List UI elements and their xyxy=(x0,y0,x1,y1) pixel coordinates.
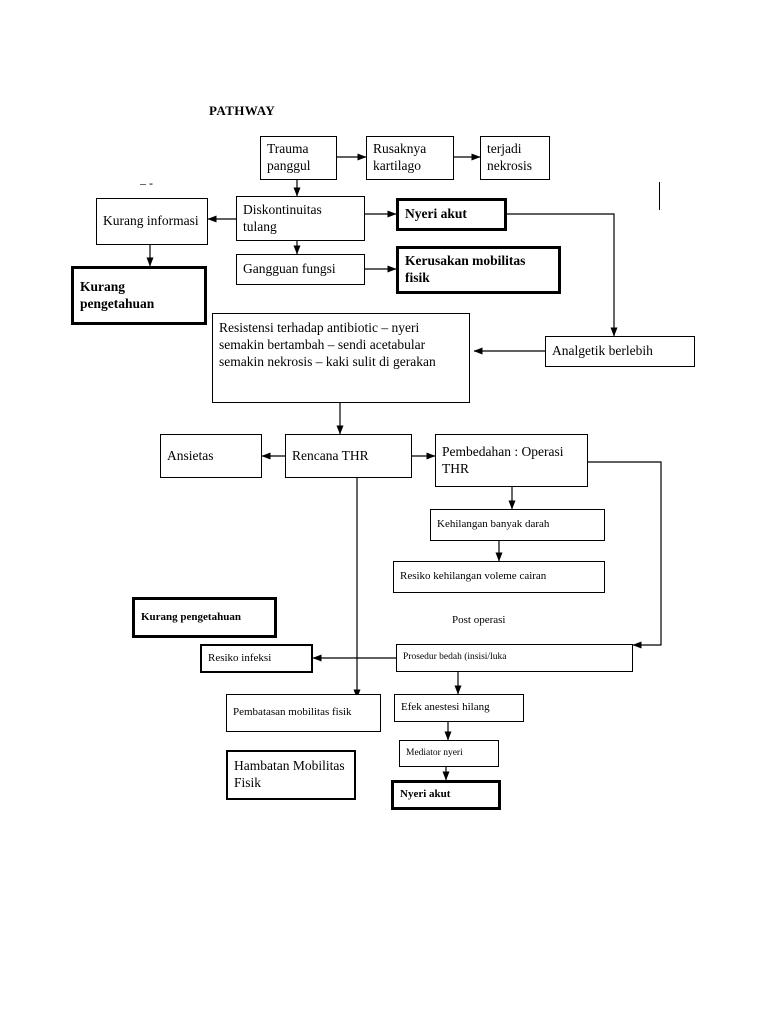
stray-vertical-mark xyxy=(659,182,660,210)
post-operasi-label: Post operasi xyxy=(450,614,508,626)
node-trauma-panggul[interactable]: Trauma panggul xyxy=(260,136,337,180)
node-label: Hambatan Mobilitas Fisik xyxy=(234,758,345,790)
node-label: Trauma panggul xyxy=(267,141,311,173)
node-terjadi-nekrosis[interactable]: terjadi nekrosis xyxy=(480,136,550,180)
node-label: Kurang pengetahuan xyxy=(141,610,241,623)
node-label: Pembedahan : Operasi THR xyxy=(442,443,564,476)
node-kurang-pengetahuan-bottom[interactable]: Kurang pengetahuan xyxy=(132,597,277,638)
node-efek-anestesi-hilang[interactable]: Efek anestesi hilang xyxy=(394,694,524,722)
node-label: Kurang pengetahuan xyxy=(80,278,155,311)
node-label: Mediator nyeri xyxy=(406,747,463,758)
page-title: PATHWAY xyxy=(209,103,276,118)
node-pembatasan-mobilitas-fisik[interactable]: Pembatasan mobilitas fisik xyxy=(226,694,381,732)
node-label: Resistensi terhadap antibiotic – nyeri s… xyxy=(219,320,436,369)
node-label: Rusaknya kartilago xyxy=(373,141,427,173)
node-mediator-nyeri[interactable]: Mediator nyeri xyxy=(399,740,499,767)
node-rencana-thr[interactable]: Rencana THR xyxy=(285,434,412,478)
node-rusaknya-kartilago[interactable]: Rusaknya kartilago xyxy=(366,136,454,180)
node-label: Ansietas xyxy=(167,447,214,463)
node-label: Analgetik berlebih xyxy=(552,343,653,359)
node-label: Nyeri akut xyxy=(405,206,467,222)
node-kerusakan-mobilitas-fisik[interactable]: Kerusakan mobilitas fisik xyxy=(396,246,561,294)
node-label: Resiko infeksi xyxy=(208,651,272,664)
node-resistensi-antibiotic[interactable]: Resistensi terhadap antibiotic – nyeri s… xyxy=(212,313,470,403)
node-nyeri-akut-bottom[interactable]: Nyeri akut xyxy=(391,780,501,810)
node-label: Kurang informasi xyxy=(103,213,199,229)
node-label: Gangguan fungsi xyxy=(243,261,336,277)
node-nyeri-akut-top[interactable]: Nyeri akut xyxy=(396,198,507,231)
node-analgetik-berlebih[interactable]: Analgetik berlebih xyxy=(545,336,695,367)
node-resiko-infeksi[interactable]: Resiko infeksi xyxy=(200,644,313,673)
node-kehilangan-banyak-darah[interactable]: Kehilangan banyak darah xyxy=(430,509,605,541)
node-prosedur-bedah[interactable]: Prosedur bedah (insisi/luka xyxy=(396,644,633,672)
node-ansietas[interactable]: Ansietas xyxy=(160,434,262,478)
node-hambatan-mobilitas-fisik[interactable]: Hambatan Mobilitas Fisik xyxy=(226,750,356,800)
node-label: Prosedur bedah (insisi/luka xyxy=(403,652,507,663)
node-label: Kehilangan banyak darah xyxy=(437,518,550,531)
node-label: Kerusakan mobilitas fisik xyxy=(405,253,526,285)
node-pembedahan-operasi-thr[interactable]: Pembedahan : Operasi THR xyxy=(435,434,588,487)
node-label: terjadi nekrosis xyxy=(487,141,532,173)
dash-marks: – - xyxy=(140,176,153,190)
node-label: Efek anestesi hilang xyxy=(401,701,490,714)
node-label: Resiko kehilangan voleme cairan xyxy=(400,570,547,583)
node-gangguan-fungsi[interactable]: Gangguan fungsi xyxy=(236,254,365,285)
node-kurang-informasi[interactable]: Kurang informasi xyxy=(96,198,208,245)
node-resiko-kehilangan-volume-cairan[interactable]: Resiko kehilangan voleme cairan xyxy=(393,561,605,593)
node-kurang-pengetahuan-top[interactable]: Kurang pengetahuan xyxy=(71,266,207,325)
node-label: Diskontinuitas tulang xyxy=(243,201,322,234)
node-label: Nyeri akut xyxy=(400,788,451,801)
node-diskontinuitas-tulang[interactable]: Diskontinuitas tulang xyxy=(236,196,365,241)
node-label: Pembatasan mobilitas fisik xyxy=(233,706,352,719)
node-label: Rencana THR xyxy=(292,447,369,463)
